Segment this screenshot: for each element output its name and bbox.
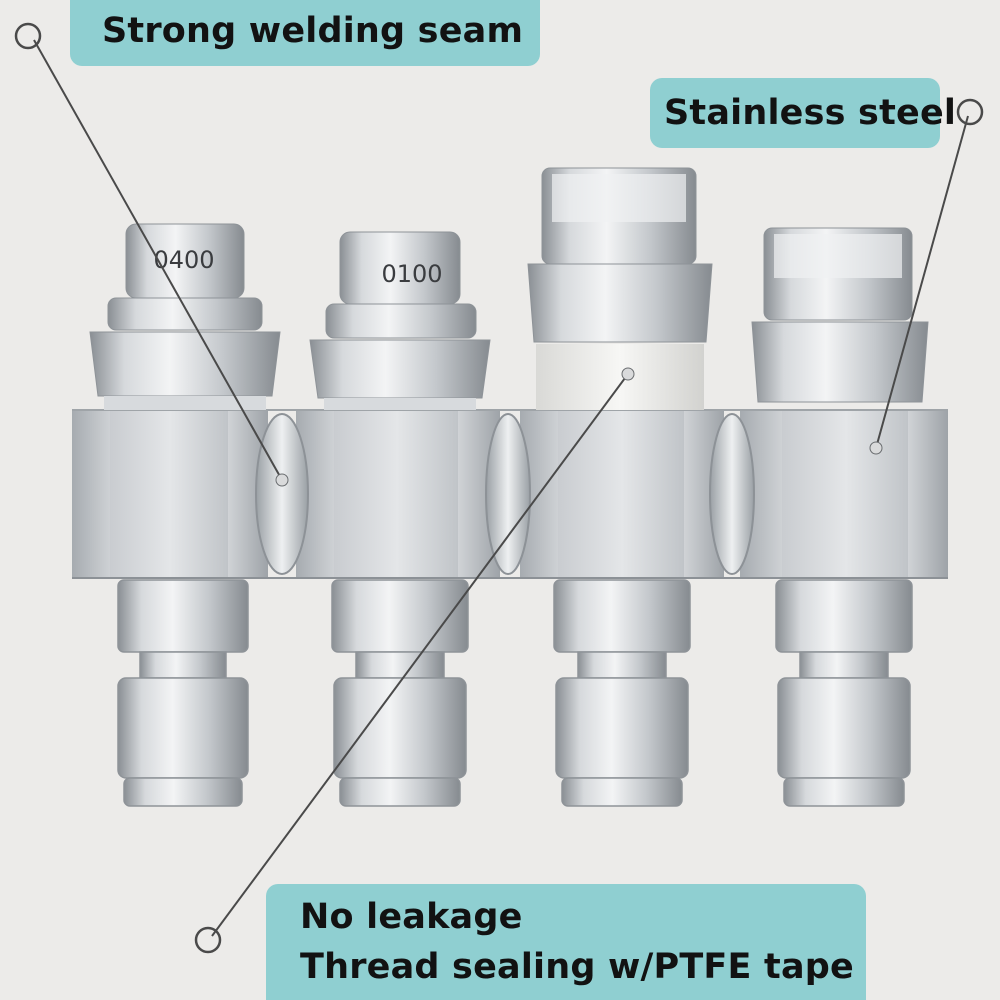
plug-4 <box>775 579 913 807</box>
nozzle-4 <box>751 227 929 403</box>
nozzle-2-label: 0100 <box>381 260 442 288</box>
nozzle-1: 0400 <box>89 223 281 410</box>
callout-welding-seam-text: Strong welding seam <box>102 11 524 51</box>
callout-stainless-steel-text: Stainless steel <box>664 93 957 133</box>
leader-lines <box>14 22 984 954</box>
marker-ring-weld <box>14 22 42 50</box>
plug-3 <box>553 579 691 807</box>
marker-ring-leak <box>194 926 222 954</box>
marker-dot-steel <box>869 441 883 455</box>
callout-welding-seam: Strong welding seam <box>70 0 540 66</box>
manifold-body <box>72 409 948 579</box>
plug-2 <box>331 579 469 807</box>
nozzle-3 <box>527 167 713 410</box>
callout-no-leakage-line1: No leakage <box>300 897 523 937</box>
plug-1 <box>117 579 249 807</box>
ptfe-tape <box>536 344 704 410</box>
marker-ring-steel <box>956 98 984 126</box>
nozzle-2: 0100 <box>309 231 491 410</box>
marker-dot-weld <box>275 473 289 487</box>
leader-dots <box>275 367 883 487</box>
callout-stainless-steel: Stainless steel <box>650 78 957 148</box>
callout-no-leakage: No leakage Thread sealing w/PTFE tape <box>266 884 866 1000</box>
callout-no-leakage-line2: Thread sealing w/PTFE tape <box>300 947 854 987</box>
marker-dot-leak <box>621 367 635 381</box>
quick-connect-plugs <box>117 579 913 807</box>
